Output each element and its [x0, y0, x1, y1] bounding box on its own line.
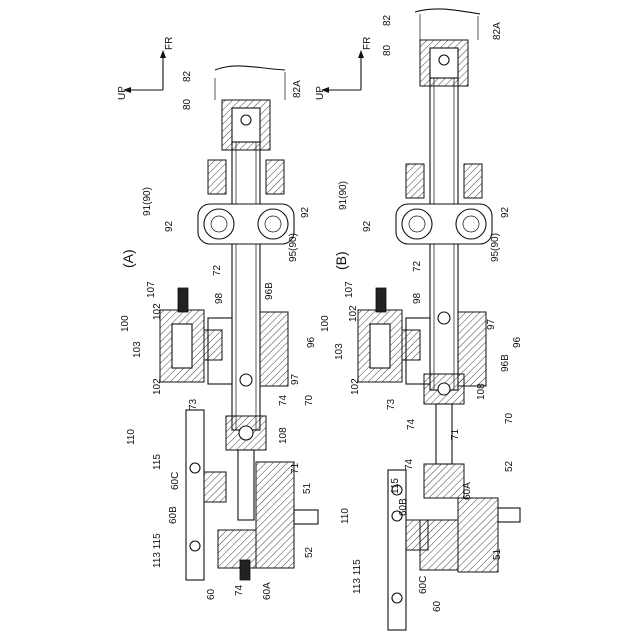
up-label-a: UP: [117, 86, 128, 100]
panel-a-callout-22: 115: [152, 454, 163, 470]
caption-a: (A): [120, 249, 136, 268]
direction-indicator-a: [123, 50, 166, 93]
panel-b-callout-7: 95(90): [490, 233, 501, 262]
panel-b-callout-1: 82A: [492, 22, 503, 40]
shaft-71-a: [238, 450, 254, 520]
panel-b-callout-27: 110: [340, 508, 351, 524]
panel-b-callout-29: 113 115: [352, 559, 363, 594]
panel-a-callout-4: 92: [164, 220, 175, 232]
fr-label-b: FR: [362, 37, 373, 50]
panel-b-callout-19: 74: [406, 418, 417, 430]
panel-a-callout-21: 74: [278, 394, 289, 406]
panel-a-callout-3: 91(90): [142, 187, 153, 216]
panel-b: FR UP: [315, 9, 523, 630]
panel-b-callout-15: 96B: [500, 354, 511, 372]
panel-b-callout-11: 102: [348, 305, 359, 322]
joint-80-b: [415, 9, 480, 86]
panel-b-callout-30: 60C: [418, 576, 429, 594]
panel-a-callout-11: 100: [120, 315, 131, 332]
panel-b-callout-5: 92: [500, 206, 511, 218]
panel-b-callout-4: 92: [362, 220, 373, 232]
up-label-b: UP: [315, 86, 326, 100]
bearing-92-b: [396, 204, 492, 244]
panel-b-callout-25: 60A: [462, 482, 473, 500]
panel-a-callout-9: 107: [146, 281, 157, 298]
panel-a: FR UP: [117, 37, 318, 600]
panel-b-callout-26: 60B: [398, 498, 409, 516]
panel-b-callout-20: 70: [504, 412, 515, 424]
joint-80-a: [215, 66, 285, 150]
panel-b-callout-12: 97: [486, 318, 497, 330]
panel-a-callout-6: 72: [212, 264, 223, 276]
panel-a-callout-20: 110: [126, 429, 137, 445]
panel-b-callout-8: 107: [344, 281, 355, 298]
panel-a-callout-29: 60: [206, 588, 217, 600]
panel-b-callout-2: 80: [382, 44, 393, 56]
panel-b-callout-31: 60: [432, 600, 443, 612]
panel-b-callout-14: 96: [512, 336, 523, 348]
panel-b-callout-3: 91(90): [338, 181, 349, 210]
fr-label-a: FR: [164, 37, 175, 50]
panel-a-callout-19: 108: [278, 427, 289, 444]
panel-a-callout-31: 60A: [262, 582, 273, 600]
panel-b-callout-16: 102: [350, 378, 361, 395]
bearing-92-a: [198, 204, 294, 244]
panel-a-callout-0: 82: [182, 70, 193, 82]
coupling-108-a: [226, 416, 266, 450]
panel-a-callout-8: 95(90): [288, 233, 299, 262]
panel-b-callout-0: 82: [382, 14, 393, 26]
panel-a-callout-25: 51: [302, 482, 313, 494]
panel-a-callout-1: 82A: [292, 80, 303, 98]
panel-a-callout-14: 96: [306, 336, 317, 348]
panel-a-callout-18: 70: [304, 394, 315, 406]
panel-a-callout-24: 71: [290, 462, 301, 474]
coupling-108-b: [424, 374, 464, 404]
panel-a-callout-15: 103: [132, 341, 143, 358]
panel-a-callout-23: 60C: [170, 472, 181, 490]
panel-a-callout-27: 113 115: [152, 533, 163, 568]
panel-b-callout-9: 98: [412, 292, 423, 304]
panel-a-callout-28: 52: [304, 546, 315, 558]
panel-b-callout-18: 108: [476, 383, 487, 400]
panel-a-callout-17: 73: [188, 398, 199, 410]
panel-a-callout-26: 60B: [168, 506, 179, 524]
block-51-b: [420, 464, 520, 572]
panel-b-callout-6: 72: [412, 260, 423, 272]
panel-b-callout-22: 74: [404, 458, 415, 470]
panel-a-callout-16: 102: [152, 378, 163, 395]
panel-a-callout-5: 92: [300, 206, 311, 218]
block-51-a: [218, 462, 318, 568]
panel-b-callout-17: 73: [386, 398, 397, 410]
panel-a-callout-2: 80: [182, 98, 193, 110]
panel-b-callout-13: 103: [334, 343, 345, 360]
panel-b-callout-28: 51: [492, 548, 503, 560]
panel-a-callout-10: 98: [214, 292, 225, 304]
direction-indicator-b: [321, 50, 364, 93]
panel-b-callout-21: 71: [450, 428, 461, 440]
panel-b-callout-10: 100: [320, 315, 331, 332]
panel-b-callout-24: 115: [390, 478, 401, 494]
panel-a-callout-12: 102: [152, 303, 163, 320]
panel-a-callout-7: 96B: [264, 282, 275, 300]
caption-b: (B): [333, 251, 349, 270]
panel-a-callout-13: 97: [290, 373, 301, 385]
panel-b-callout-23: 52: [504, 460, 515, 472]
panel-a-callout-30: 74: [234, 584, 245, 596]
